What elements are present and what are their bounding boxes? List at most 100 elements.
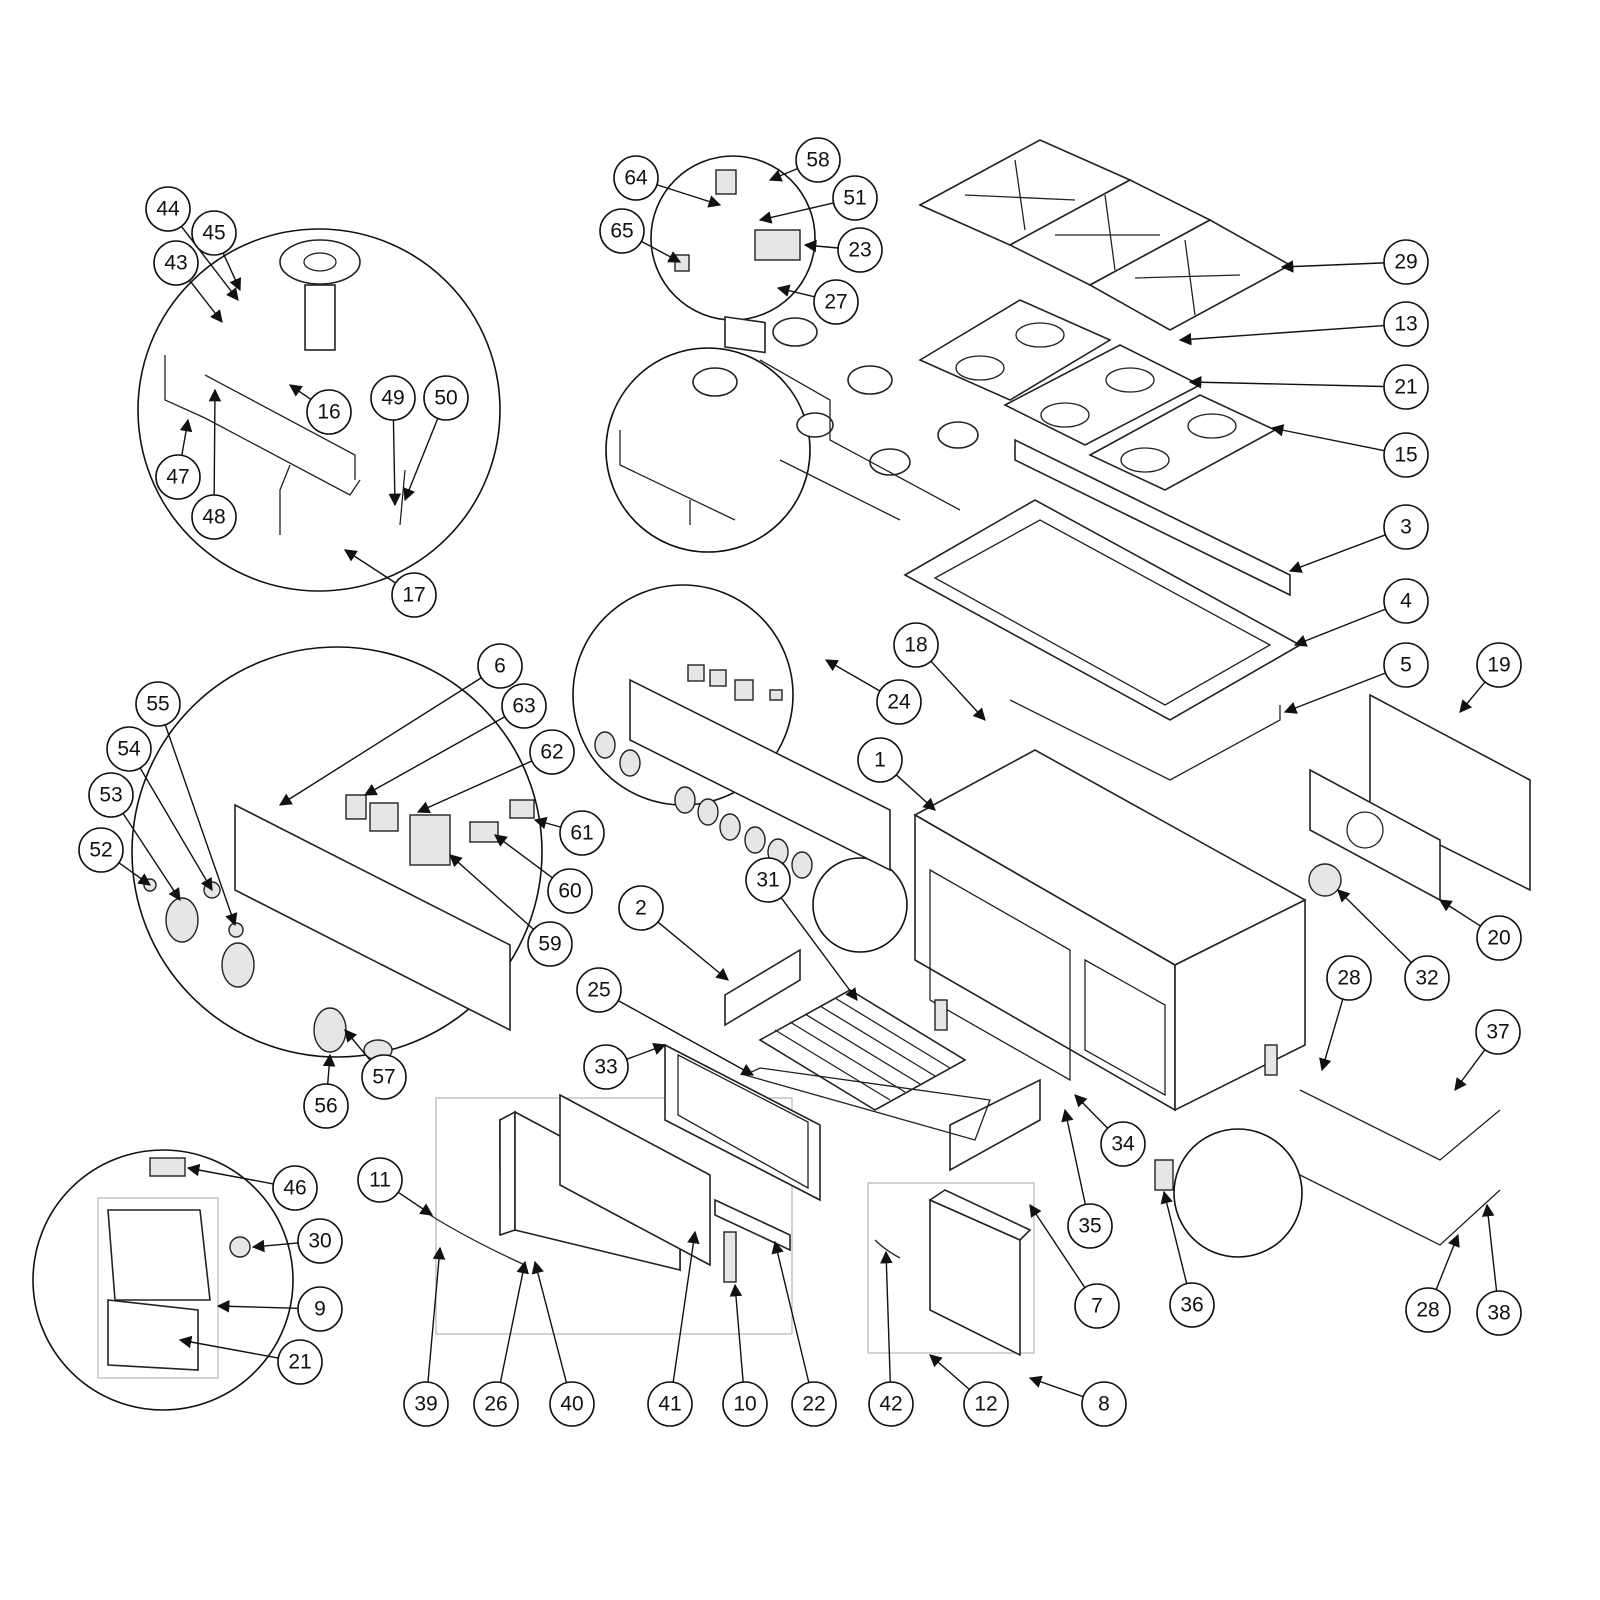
callout-21: 21 xyxy=(277,1339,323,1385)
detail-circle-bracket xyxy=(1173,1128,1303,1258)
callout-53: 53 xyxy=(88,772,134,818)
callout-61: 61 xyxy=(559,810,605,856)
leader-line-60 xyxy=(493,834,553,879)
callout-42: 42 xyxy=(868,1381,914,1427)
callout-circle xyxy=(277,1339,323,1385)
callout-number: 28 xyxy=(1416,1299,1439,1322)
callout-circle xyxy=(613,155,659,201)
callout-number: 43 xyxy=(164,252,187,275)
callout-circle xyxy=(1081,1381,1127,1427)
callout-36: 36 xyxy=(1169,1282,1215,1328)
leader-line-43 xyxy=(188,279,223,323)
callout-circle xyxy=(403,1381,449,1427)
callout-circle xyxy=(795,137,841,183)
cooktop-frame xyxy=(903,499,1302,721)
callout-47: 47 xyxy=(155,454,201,500)
ignition-cap xyxy=(715,169,737,195)
rack-support-left xyxy=(724,948,801,1027)
group-box-junction xyxy=(97,1197,219,1379)
callout-number: 54 xyxy=(117,738,141,761)
leader-line-51 xyxy=(758,202,834,224)
callout-19: 19 xyxy=(1476,642,1522,688)
leader-line-29 xyxy=(1280,260,1385,273)
callout-48: 48 xyxy=(191,494,237,540)
callout-6: 6 xyxy=(477,643,523,689)
callout-circle xyxy=(391,572,437,618)
callout-number: 52 xyxy=(89,839,112,862)
callout-circle xyxy=(1383,578,1429,624)
leader-line-34 xyxy=(1074,1094,1109,1129)
callout-8: 8 xyxy=(1081,1381,1127,1427)
callout-17: 17 xyxy=(391,572,437,618)
door-glass-frame xyxy=(664,1043,821,1202)
leader-line-26 xyxy=(499,1260,529,1383)
callout-number: 65 xyxy=(610,220,633,243)
leader-line-27 xyxy=(776,284,815,298)
leader-line-35 xyxy=(1061,1108,1087,1205)
callout-45: 45 xyxy=(191,210,237,256)
leader-line-50 xyxy=(403,418,439,502)
callout-13: 13 xyxy=(1383,301,1429,347)
callout-circle xyxy=(647,1381,693,1427)
leader-line-8 xyxy=(1028,1375,1084,1398)
callout-number: 57 xyxy=(372,1066,395,1089)
callout-number: 22 xyxy=(802,1393,825,1416)
callout-number: 6 xyxy=(494,655,506,678)
leader-line-22 xyxy=(771,1240,810,1383)
callout-circle xyxy=(583,1044,629,1090)
callout-number: 48 xyxy=(202,506,225,529)
callout-3: 3 xyxy=(1383,504,1429,550)
callout-30: 30 xyxy=(297,1218,343,1264)
leader-line-42 xyxy=(880,1250,893,1383)
callout-circle xyxy=(272,1165,318,1211)
callout-circle xyxy=(477,643,523,689)
callout-circle xyxy=(1383,239,1429,285)
callout-21: 21 xyxy=(1383,364,1429,410)
leader-line-32 xyxy=(1337,889,1412,964)
callout-39: 39 xyxy=(403,1381,449,1427)
burners xyxy=(279,239,979,476)
heating-element-upper xyxy=(1299,1089,1501,1161)
callout-65: 65 xyxy=(599,208,645,254)
leader-line-20 xyxy=(1438,899,1481,927)
leader-lines xyxy=(118,167,1498,1398)
leader-line-7 xyxy=(1029,1203,1086,1289)
callout-circle xyxy=(1169,1282,1215,1328)
callout-64: 64 xyxy=(613,155,659,201)
callout-circle xyxy=(361,1054,407,1100)
leader-line-38 xyxy=(1481,1203,1498,1292)
leader-line-37 xyxy=(1454,1049,1486,1092)
leader-line-56 xyxy=(322,1053,336,1085)
range-body xyxy=(913,749,1307,1112)
callout-number: 8 xyxy=(1098,1393,1110,1416)
junction-box xyxy=(107,1209,211,1301)
callout-number: 38 xyxy=(1487,1302,1510,1325)
callout-number: 36 xyxy=(1180,1294,1203,1317)
callout-4: 4 xyxy=(1383,578,1429,624)
small-door-handle xyxy=(874,1239,901,1259)
callout-circle xyxy=(813,279,859,325)
terminal-block xyxy=(149,1157,186,1177)
callout-34: 34 xyxy=(1100,1121,1146,1167)
callout-number: 17 xyxy=(402,584,425,607)
callout-circle xyxy=(303,1083,349,1129)
callout-62: 62 xyxy=(529,729,575,775)
callout-9: 9 xyxy=(297,1286,343,1332)
callout-41: 41 xyxy=(647,1381,693,1427)
callout-number: 7 xyxy=(1091,1295,1103,1318)
callout-number: 16 xyxy=(317,401,340,424)
leader-line-10 xyxy=(729,1283,744,1383)
callout-circle xyxy=(549,1381,595,1427)
drip-tray-13 xyxy=(918,299,1112,401)
callout-7: 7 xyxy=(1074,1283,1120,1329)
leader-line-63 xyxy=(363,716,506,796)
callout-circle xyxy=(1405,1287,1451,1333)
callout-circle xyxy=(297,1286,343,1332)
callout-31: 31 xyxy=(745,857,791,903)
callout-circle xyxy=(876,679,922,725)
callout-number: 27 xyxy=(824,291,847,314)
callout-circle xyxy=(145,186,191,232)
callout-number: 44 xyxy=(156,198,180,221)
